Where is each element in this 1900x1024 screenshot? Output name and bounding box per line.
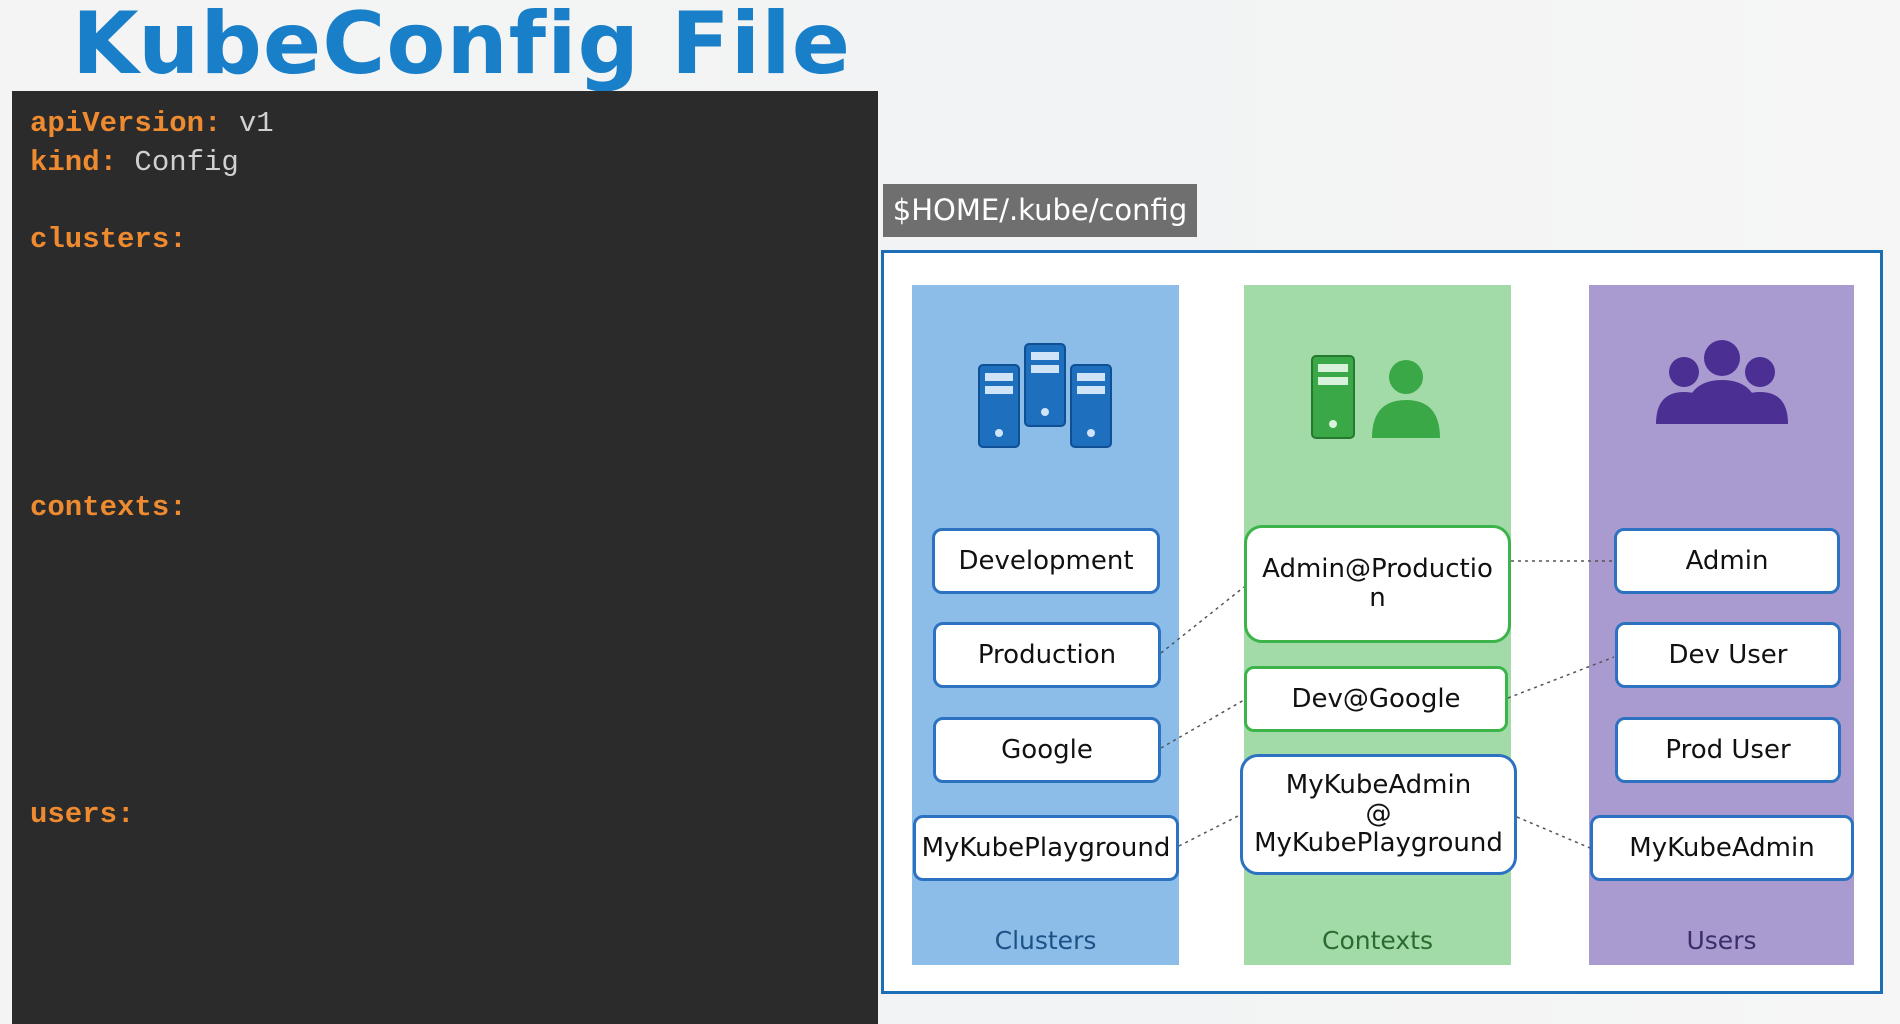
code-panel: apiVersion: v1 kind: Config clusters: co… bbox=[12, 91, 878, 1024]
code-line-contexts: contexts: bbox=[30, 491, 187, 524]
code-value: v1 bbox=[221, 107, 274, 140]
link-production-admin-context bbox=[1160, 586, 1245, 654]
context-label: MyKubeAdmin @ MyKubePlayground bbox=[1254, 770, 1503, 858]
code-key: clusters: bbox=[30, 223, 187, 256]
cluster-label: Development bbox=[958, 545, 1134, 576]
server-cluster-icon bbox=[978, 343, 1112, 448]
context-mykubeadmin-mykubeplayground[interactable]: MyKubeAdmin @ MyKubePlayground bbox=[1240, 754, 1517, 875]
code-key: users: bbox=[30, 798, 135, 831]
code-line-clusters: clusters: bbox=[30, 223, 187, 256]
context-label: Dev@Google bbox=[1291, 683, 1461, 714]
user-label: MyKubeAdmin bbox=[1629, 832, 1815, 863]
cluster-mykubeplayground[interactable]: MyKubePlayground bbox=[913, 815, 1179, 881]
cluster-production[interactable]: Production bbox=[933, 622, 1161, 688]
code-line-kind: kind: Config bbox=[30, 146, 239, 179]
user-label: Dev User bbox=[1668, 639, 1788, 670]
user-admin[interactable]: Admin bbox=[1614, 528, 1840, 594]
link-dev-context-dev-user bbox=[1507, 656, 1615, 699]
code-key: contexts: bbox=[30, 491, 187, 524]
cluster-google[interactable]: Google bbox=[933, 717, 1161, 783]
code-value: Config bbox=[117, 146, 239, 179]
cluster-label: MyKubePlayground bbox=[921, 832, 1171, 863]
user-label: Prod User bbox=[1665, 734, 1791, 765]
cluster-label: Production bbox=[977, 639, 1117, 670]
context-dev-google[interactable]: Dev@Google bbox=[1244, 666, 1508, 732]
cluster-label: Google bbox=[1001, 734, 1093, 765]
link-mykubeadmin-context-user bbox=[1516, 816, 1591, 849]
user-dev-user[interactable]: Dev User bbox=[1615, 622, 1841, 688]
cluster-development[interactable]: Development bbox=[932, 528, 1160, 594]
page-title: KubeConfig File bbox=[72, 0, 852, 94]
clusters-label: Clusters bbox=[994, 926, 1097, 955]
context-admin-production[interactable]: Admin@Productio n bbox=[1244, 525, 1511, 643]
config-path-tab: $HOME/.kube/config bbox=[883, 184, 1197, 237]
code-line-api-version: apiVersion: v1 bbox=[30, 107, 274, 140]
user-mykubeadmin[interactable]: MyKubeAdmin bbox=[1590, 815, 1854, 881]
user-group-icon bbox=[1656, 340, 1788, 424]
contexts-label: Contexts bbox=[1322, 926, 1433, 955]
context-label: Admin@Productio n bbox=[1262, 554, 1493, 613]
server-user-icon bbox=[1311, 355, 1440, 439]
code-key: apiVersion: bbox=[30, 107, 222, 140]
link-google-dev-context bbox=[1160, 699, 1245, 749]
link-playground-mykubeadmin-context bbox=[1178, 814, 1241, 847]
users-label: Users bbox=[1686, 926, 1757, 955]
code-line-users: users: bbox=[30, 798, 134, 831]
code-key: kind: bbox=[30, 146, 118, 179]
user-label: Admin bbox=[1685, 545, 1769, 576]
user-prod-user[interactable]: Prod User bbox=[1615, 717, 1841, 783]
